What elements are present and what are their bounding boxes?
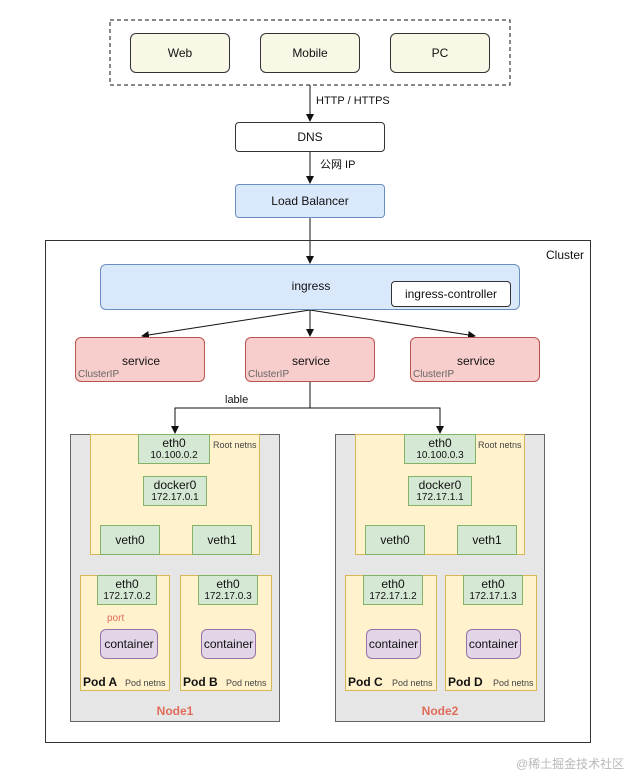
label-lable: lable <box>225 394 249 406</box>
arrow-ingress-to-service-1 <box>141 309 311 339</box>
ingress-controller-box: ingress-controller <box>391 281 511 307</box>
pod-b-eth0-name: eth0 <box>216 577 240 591</box>
service-type: ClusterIP <box>248 369 290 380</box>
service-type: ClusterIP <box>78 369 120 380</box>
pod-c-eth0: eth0 172.17.1.2 <box>363 575 423 605</box>
service-box-1: service ClusterIP <box>75 337 205 382</box>
dns-box: DNS <box>235 122 385 152</box>
node2-veth0: veth0 <box>365 525 425 555</box>
pod-b-name: Pod B <box>183 675 218 689</box>
node2-docker0-ip: 172.17.1.1 <box>416 492 464 503</box>
pod-a-netns: Pod netns <box>125 678 166 688</box>
pod-a-eth0-ip: 172.17.0.2 <box>103 591 151 602</box>
port-label: port <box>107 613 125 624</box>
pod-d-netns: Pod netns <box>493 678 534 688</box>
pod-c-container: container <box>366 629 421 659</box>
node1-root-netns-label: Root netns <box>213 440 257 450</box>
arrow-service-to-node1 <box>171 382 311 434</box>
pod-b-eth0: eth0 172.17.0.3 <box>198 575 258 605</box>
cluster-border <box>45 240 591 743</box>
service-box-2: service ClusterIP <box>245 337 375 382</box>
node2-name: Node2 <box>421 704 459 718</box>
node2-veth1: veth1 <box>457 525 517 555</box>
node2-eth0: eth0 10.100.0.3 <box>404 434 476 464</box>
node1-eth0-ip: 10.100.0.2 <box>150 450 198 461</box>
pod-b-netns: Pod netns <box>226 678 267 688</box>
cluster-label: Cluster <box>546 248 585 262</box>
pod-a-eth0: eth0 172.17.0.2 <box>97 575 157 605</box>
pod-c-eth0-name: eth0 <box>381 577 405 591</box>
pod-d-eth0-name: eth0 <box>481 577 505 591</box>
pod-d-name: Pod D <box>448 675 483 689</box>
node1-veth0: veth0 <box>100 525 160 555</box>
node1-name: Node1 <box>156 704 194 718</box>
node1-eth0: eth0 10.100.0.2 <box>138 434 210 464</box>
pod-a-eth0-name: eth0 <box>115 577 139 591</box>
pod-c-netns: Pod netns <box>392 678 433 688</box>
ingress-label: ingress <box>291 279 331 293</box>
ingress-box: ingress ingress-controller <box>100 264 520 310</box>
pod-d-eth0: eth0 172.17.1.3 <box>463 575 523 605</box>
node1-docker0-ip: 172.17.0.1 <box>151 492 199 503</box>
arrow-ingress-to-service-3 <box>309 309 476 339</box>
pod-d-eth0-ip: 172.17.1.3 <box>469 591 517 602</box>
label-public-ip: 公网 IP <box>320 159 356 171</box>
service-label: service <box>456 354 495 368</box>
node2-eth0-name: eth0 <box>428 436 452 450</box>
service-box-3: service ClusterIP <box>410 337 540 382</box>
pod-c-name: Pod C <box>348 675 383 689</box>
node1-eth0-name: eth0 <box>162 436 186 450</box>
pod-a-name: Pod A <box>83 675 118 689</box>
service-label: service <box>291 354 330 368</box>
pod-d-container: container <box>466 629 521 659</box>
pod-b-container: container <box>201 629 256 659</box>
service-type: ClusterIP <box>413 369 455 380</box>
arrow-service-to-node2 <box>310 407 444 434</box>
client-mobile: Mobile <box>260 33 360 73</box>
client-pc: PC <box>390 33 490 73</box>
watermark: @稀土掘金技术社区 <box>516 757 625 771</box>
node1-docker0-name: docker0 <box>153 478 197 492</box>
pod-c-eth0-ip: 172.17.1.2 <box>369 591 417 602</box>
node2-root-netns-label: Root netns <box>478 440 522 450</box>
pod-b-eth0-ip: 172.17.0.3 <box>204 591 252 602</box>
load-balancer-box: Load Balancer <box>235 184 385 218</box>
service-label: service <box>121 354 160 368</box>
node1-veth1: veth1 <box>192 525 252 555</box>
client-web: Web <box>130 33 230 73</box>
pod-a-container: container <box>100 629 158 659</box>
node2-docker0: docker0 172.17.1.1 <box>408 476 472 506</box>
node2-docker0-name: docker0 <box>418 478 462 492</box>
node2-eth0-ip: 10.100.0.3 <box>416 450 464 461</box>
label-http: HTTP / HTTPS <box>316 95 390 107</box>
node1-docker0: docker0 172.17.0.1 <box>143 476 207 506</box>
